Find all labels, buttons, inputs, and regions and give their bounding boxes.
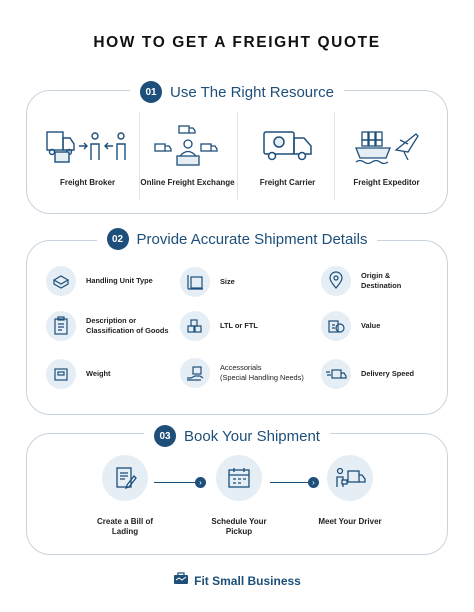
divider xyxy=(334,112,335,200)
freight-broker-icon xyxy=(40,118,135,174)
resource-label: Freight Broker xyxy=(59,178,116,187)
divider xyxy=(237,112,238,200)
arrow-connector xyxy=(270,482,312,484)
detail-label: Origin & xyxy=(361,271,391,280)
resource-label: Freight Expeditor xyxy=(353,178,420,187)
detail-label: LTL or FTL xyxy=(220,321,258,330)
map-pin-icon xyxy=(321,266,351,296)
section-3-title: Book Your Shipment xyxy=(184,427,320,445)
chevron-right-icon: › xyxy=(195,477,206,488)
detail-accessorials: Accessorials(Special Handling Needs) xyxy=(180,358,304,388)
ship-plane-icon xyxy=(339,118,434,174)
boxes-icon xyxy=(180,311,210,341)
resource-label: Online Freight Exchange xyxy=(140,178,235,187)
resource-label: Freight Carrier xyxy=(259,178,316,187)
detail-sublabel: (Special Handling Needs) xyxy=(220,373,304,382)
detail-sublabel: Destination xyxy=(361,281,402,290)
detail-weight: Weight xyxy=(46,359,111,389)
section-2-number: 02 xyxy=(106,228,129,250)
brand-footer: Fit Small Business xyxy=(0,572,474,590)
section-2-panel xyxy=(26,240,448,415)
detail-label: Description or xyxy=(86,316,137,325)
step-sublabel: Pickup xyxy=(225,527,253,536)
fast-truck-icon xyxy=(321,359,351,389)
step-label: Meet Your Driver xyxy=(318,517,382,526)
step-meet-driver: Meet Your Driver xyxy=(295,455,405,527)
money-icon xyxy=(321,311,351,341)
section-1-number: 01 xyxy=(140,81,163,103)
hand-box-icon xyxy=(180,358,210,388)
detail-size: Size xyxy=(180,267,235,297)
detail-handling-unit: Handling Unit Type xyxy=(46,266,153,296)
detail-label: Size xyxy=(220,277,235,286)
document-pen-icon xyxy=(102,455,148,501)
step-label: Schedule Your xyxy=(211,517,267,526)
calendar-icon xyxy=(216,455,262,501)
section-3-heading: 03 Book Your Shipment xyxy=(0,425,474,447)
section-1-title: Use The Right Resource xyxy=(170,83,334,101)
brand-name: Fit Small Business xyxy=(194,574,301,588)
step-sublabel: Lading xyxy=(111,527,139,536)
resource-freight-carrier: Freight Carrier xyxy=(240,118,335,188)
detail-origin-destination: Origin &Destination xyxy=(321,266,401,296)
chevron-right-icon: › xyxy=(308,477,319,488)
detail-label: Delivery Speed xyxy=(361,369,414,378)
scale-icon xyxy=(46,359,76,389)
section-1-heading: 01 Use The Right Resource xyxy=(0,81,474,103)
briefcase-logo-icon xyxy=(173,572,189,590)
detail-ltl-ftl: LTL or FTL xyxy=(180,311,258,341)
detail-value: Value xyxy=(321,311,380,341)
detail-label: Value xyxy=(361,321,381,330)
detail-label: Accessorials xyxy=(220,363,262,372)
online-exchange-icon xyxy=(140,118,235,174)
divider xyxy=(139,112,140,200)
resource-online-exchange: Online Freight Exchange xyxy=(140,118,235,188)
driver-truck-icon xyxy=(327,455,373,501)
resource-freight-expeditor: Freight Expeditor xyxy=(339,118,434,188)
detail-label: Weight xyxy=(86,369,111,378)
arrow-connector xyxy=(154,482,199,484)
section-2-heading: 02 Provide Accurate Shipment Details xyxy=(0,228,474,250)
resource-freight-broker: Freight Broker xyxy=(40,118,135,188)
detail-sublabel: Classification of Goods xyxy=(86,326,169,335)
pallet-icon xyxy=(46,266,76,296)
section-3-number: 03 xyxy=(154,425,177,447)
step-label: Create a Bill of xyxy=(96,517,153,526)
detail-label: Handling Unit Type xyxy=(86,276,153,285)
ruler-box-icon xyxy=(180,267,210,297)
page-title: HOW TO GET A FREIGHT QUOTE xyxy=(93,34,381,51)
clipboard-icon xyxy=(46,311,76,341)
detail-delivery-speed: Delivery Speed xyxy=(321,359,414,389)
truck-icon xyxy=(240,118,335,174)
section-2-title: Provide Accurate Shipment Details xyxy=(136,230,368,248)
